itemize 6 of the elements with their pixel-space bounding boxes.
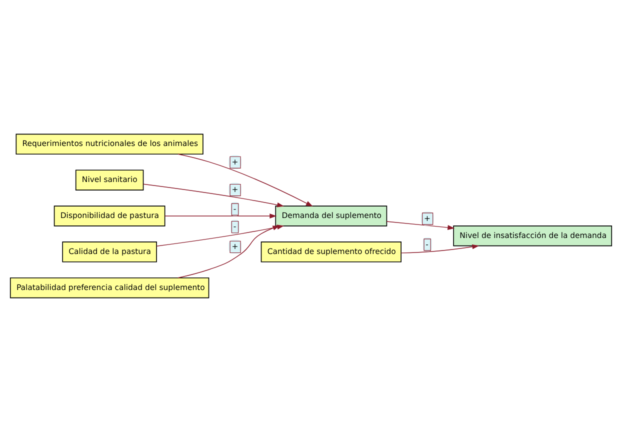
- arrow: [400, 244, 480, 253]
- arrow: [386, 220, 455, 230]
- arrow: [178, 225, 280, 278]
- arrow: [143, 183, 284, 207]
- arrow: [164, 213, 277, 218]
- arrow: [178, 153, 313, 206]
